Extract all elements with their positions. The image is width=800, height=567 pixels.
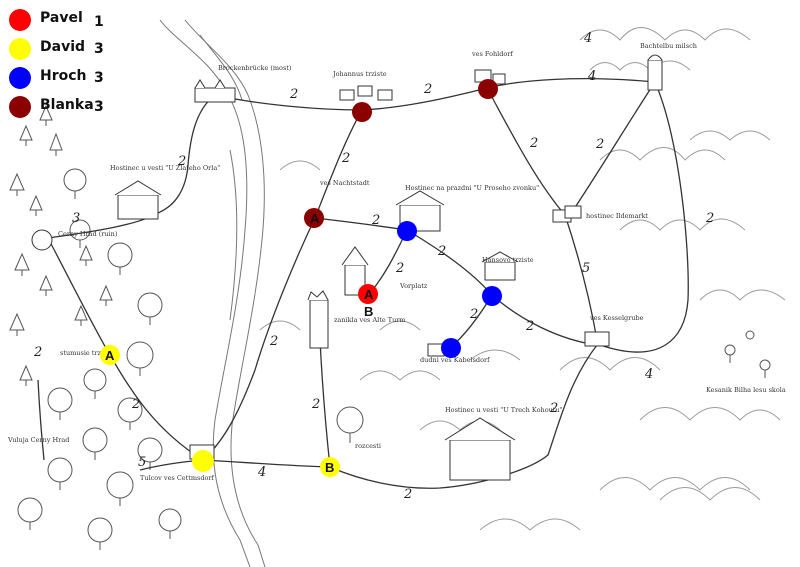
hills xyxy=(259,27,786,531)
label-bachtelbu: Bachtelbu milsch xyxy=(640,42,697,50)
label-hostinec-prazdny: Hostinec na prazdni "U Proseho zvonku" xyxy=(405,184,539,192)
label-rozcesti: rozcesti xyxy=(355,442,381,450)
distance-label: 2 xyxy=(311,397,320,412)
player-name: David xyxy=(40,39,86,55)
token-david[interactable] xyxy=(100,345,120,365)
distance-label: 2 xyxy=(269,334,278,349)
distance-label: 2 xyxy=(423,82,432,97)
distance-label: 2 xyxy=(469,307,478,322)
player-score: 3 xyxy=(94,41,104,57)
player-name: Pavel xyxy=(40,10,83,26)
player-color-dot xyxy=(9,67,31,89)
token-david[interactable] xyxy=(192,450,214,472)
distance-label: 2 xyxy=(403,487,412,502)
legend-row: Blanka 3 xyxy=(6,93,118,122)
player-color-dot xyxy=(9,96,31,118)
distance-label: 2 xyxy=(525,319,534,334)
legend-row: Pavel 1 xyxy=(6,6,118,35)
token-hroch[interactable] xyxy=(482,286,502,306)
distance-label: 5 xyxy=(582,261,590,276)
distance-label: 2 xyxy=(33,345,42,360)
token-blanka[interactable] xyxy=(304,208,324,228)
distance-label: 4 xyxy=(583,31,592,46)
label-ildemarkt: hostinec Ildemarkt xyxy=(586,212,649,220)
token-blanka[interactable] xyxy=(352,102,372,122)
marker-a: A xyxy=(364,287,374,302)
player-legend: Pavel 1 David 3 Hroch 3 Blanka 3 xyxy=(6,6,118,122)
place-labels: Brockenbrücke (most) Johannus trziste ve… xyxy=(7,42,786,482)
legend-row: Hroch 3 xyxy=(6,64,118,93)
distance-label: 2 xyxy=(395,261,404,276)
label-kessel: ves Kesselgrube xyxy=(589,314,644,322)
token-hroch[interactable] xyxy=(441,338,461,358)
label-brockenbruk: Brockenbrücke (most) xyxy=(218,64,292,72)
label-vostplatz: Vorplatz xyxy=(399,282,428,290)
distance-label: 4 xyxy=(587,69,596,84)
distance-label: 3 xyxy=(72,211,80,226)
distance-label: 2 xyxy=(177,154,186,169)
distance-label: 2 xyxy=(705,211,714,226)
distance-label: 4 xyxy=(257,465,266,480)
player-color-dot xyxy=(9,9,31,31)
distance-label: 2 xyxy=(549,401,558,416)
buildings xyxy=(31,54,663,481)
player-score: 3 xyxy=(94,99,104,115)
legend-row: David 3 xyxy=(6,35,118,64)
river xyxy=(159,19,266,567)
label-hansovo: Hansovo trziste xyxy=(482,256,534,264)
label-kesanik: Kesanik Bilha lesu skola xyxy=(706,386,786,394)
distance-label: 2 xyxy=(595,137,604,152)
label-fohldorf: ves Fohldorf xyxy=(471,50,513,58)
token-david[interactable] xyxy=(320,457,340,477)
player-name: Blanka xyxy=(40,97,94,113)
marker-b: B xyxy=(325,460,334,475)
distance-label: 2 xyxy=(131,397,140,412)
label-zanikle: zanikla ves Alte Turm xyxy=(334,316,406,324)
token-blanka[interactable] xyxy=(478,79,498,99)
label-nachtstadt: ves Nachtstadt xyxy=(319,179,370,187)
player-score: 3 xyxy=(94,70,104,86)
label-cerny-hrad: Cerny Hrad (ruin) xyxy=(58,230,118,238)
distance-label: 2 xyxy=(341,151,350,166)
forest xyxy=(9,104,771,550)
player-tokens: A A B A B xyxy=(100,79,502,477)
distance-label: 5 xyxy=(138,455,146,470)
label-hostinec-tri: Hostinec u vesti "U Trech Kohoutu" xyxy=(445,406,563,414)
marker-b: B xyxy=(364,304,373,319)
distance-labels: 2 2 4 2 2 2 3 2 2 2 2 2 5 2 4 2 2 2 2 4 … xyxy=(33,31,714,502)
distance-label: 2 xyxy=(371,213,380,228)
marker-a: A xyxy=(310,211,320,226)
token-hroch[interactable] xyxy=(397,221,417,241)
distance-label: 2 xyxy=(529,136,538,151)
token-pavel[interactable] xyxy=(358,284,378,304)
label-stumusie: stumusie trziste xyxy=(60,349,113,357)
label-vuluja: Vuluja Cerny Hrad xyxy=(7,436,69,444)
label-rostinec-orel: Hostinec u vesti "U Zlateho Orla" xyxy=(110,164,220,172)
distance-label: 4 xyxy=(644,367,653,382)
marker-a: A xyxy=(105,348,115,363)
label-johanus: Johannus trziste xyxy=(332,70,387,78)
distance-label: 2 xyxy=(289,87,298,102)
distance-label: 2 xyxy=(437,244,446,259)
label-dudni: dudni ves Kabelsdorf xyxy=(420,356,490,364)
player-name: Hroch xyxy=(40,68,87,84)
label-tulcov: Tulcov ves Cettmsdorf xyxy=(140,474,215,482)
player-score: 1 xyxy=(94,14,104,30)
player-color-dot xyxy=(9,38,31,60)
